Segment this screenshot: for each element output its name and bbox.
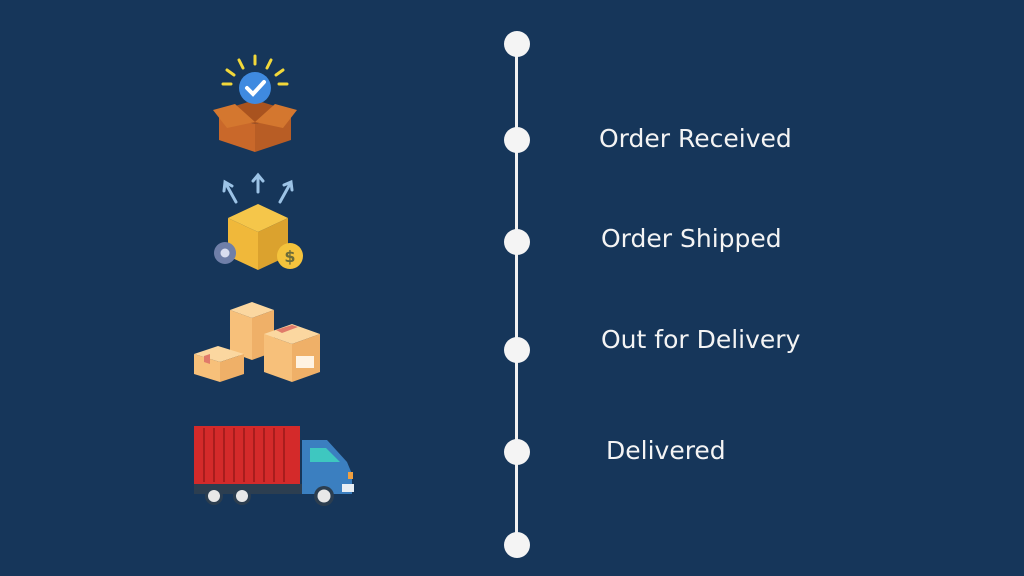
step-label-order-shipped: Order Shipped (601, 224, 782, 253)
timeline-line (515, 44, 518, 545)
svg-text:$: $ (284, 247, 295, 266)
timeline-dot-end (504, 532, 530, 558)
packages-icon (194, 302, 320, 382)
open-box-check-icon (213, 54, 297, 152)
shipping-box-icon: $ (214, 172, 303, 270)
timeline-dot-order-shipped (504, 229, 530, 255)
delivery-truck-icon (194, 426, 354, 506)
step-label-out-for-delivery: Out for Delivery (601, 325, 801, 354)
step-label-order-received: Order Received (599, 124, 792, 153)
timeline-dot-order-received (504, 127, 530, 153)
timeline-dot-delivered (504, 439, 530, 465)
timeline-dot-out-for-delivery (504, 337, 530, 363)
step-label-delivered: Delivered (606, 436, 726, 465)
timeline-dot-start (504, 31, 530, 57)
